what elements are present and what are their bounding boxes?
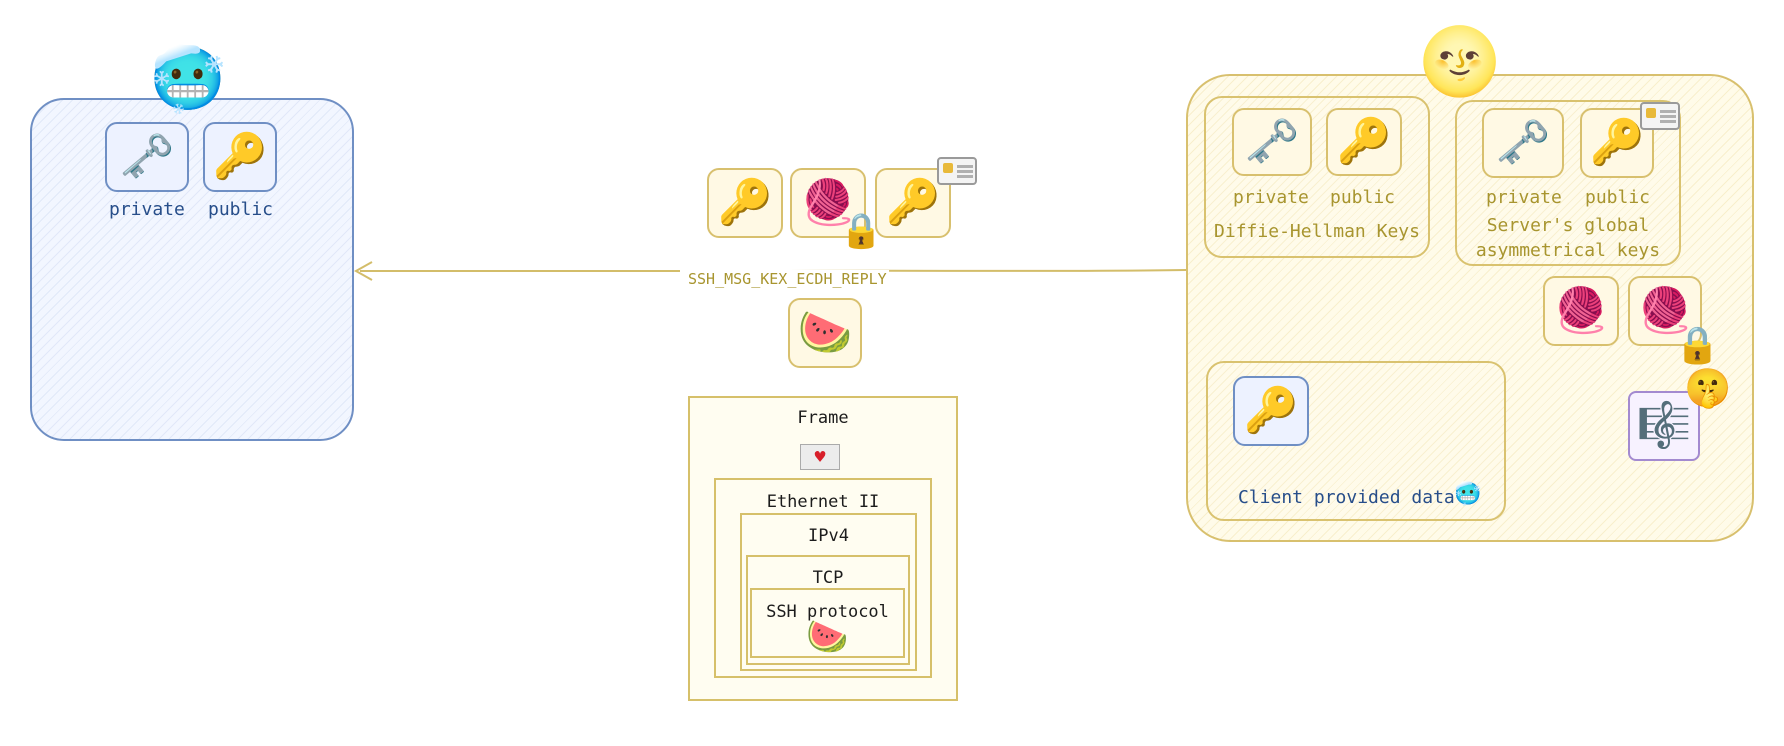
payload-key-icon[interactable]: 🔑 <box>707 168 783 238</box>
client-data-label: Client provided data <box>1238 487 1455 508</box>
exchange-hash-icon[interactable]: 🎼 <box>1628 391 1700 461</box>
shared-secret-yarn-icon[interactable]: 🧶 <box>1543 276 1619 346</box>
dh-private-label: private <box>1233 187 1309 208</box>
encrypted-secret-yarn-icon[interactable]: 🧶 <box>1628 276 1702 346</box>
cold-face-icon: 🥶 <box>149 42 227 115</box>
global-public-label: public <box>1585 187 1651 208</box>
love-letter-icon: ♥ <box>800 444 840 470</box>
dh-keys-title: Diffie-Hellman Keys <box>1214 221 1420 242</box>
global-keys-title-line1: Server's global <box>1486 215 1650 236</box>
full-moon-face-icon: 🌝 <box>1418 23 1502 100</box>
ipv4-label: IPv4 <box>808 526 849 546</box>
frame-watermelon-icon: 🍉 <box>806 617 849 657</box>
dh-public-label: public <box>1330 187 1396 208</box>
global-private-key-icon[interactable]: 🗝️ <box>1482 108 1564 178</box>
global-keys-title-line2: asymmetrical keys <box>1475 240 1661 261</box>
certificate-icon <box>937 157 977 185</box>
client-private-key-icon[interactable]: 🗝️ <box>105 122 189 192</box>
dh-private-key-icon[interactable]: 🗝️ <box>1232 108 1312 176</box>
ssh-label: SSH protocol <box>766 602 889 622</box>
ethernet-label: Ethernet II <box>766 492 880 512</box>
client-data-cold-face-icon: 🥶 <box>1454 482 1482 507</box>
client-panel <box>30 98 354 441</box>
client-data-key-icon[interactable]: 🔑 <box>1233 376 1309 446</box>
server-certificate-icon <box>1640 102 1680 130</box>
shushing-face-icon: 🤫 <box>1684 366 1732 410</box>
message-hash-icon[interactable]: 🍉 <box>788 298 862 368</box>
global-private-label: private <box>1486 187 1562 208</box>
frame-title: Frame <box>797 408 849 428</box>
server-lock-icon: 🔒 <box>1675 325 1720 366</box>
client-public-key-icon[interactable]: 🔑 <box>203 122 277 192</box>
client-private-label: private <box>109 199 185 220</box>
ssh-layer <box>750 588 905 658</box>
tcp-label: TCP <box>812 568 844 588</box>
dh-public-key-icon[interactable]: 🔑 <box>1326 108 1402 176</box>
message-label: SSH_MSG_KEX_ECDH_REPLY <box>686 270 889 288</box>
payload-yarn-ball-icon[interactable]: 🧶 <box>790 168 866 238</box>
client-public-label: public <box>208 199 274 220</box>
